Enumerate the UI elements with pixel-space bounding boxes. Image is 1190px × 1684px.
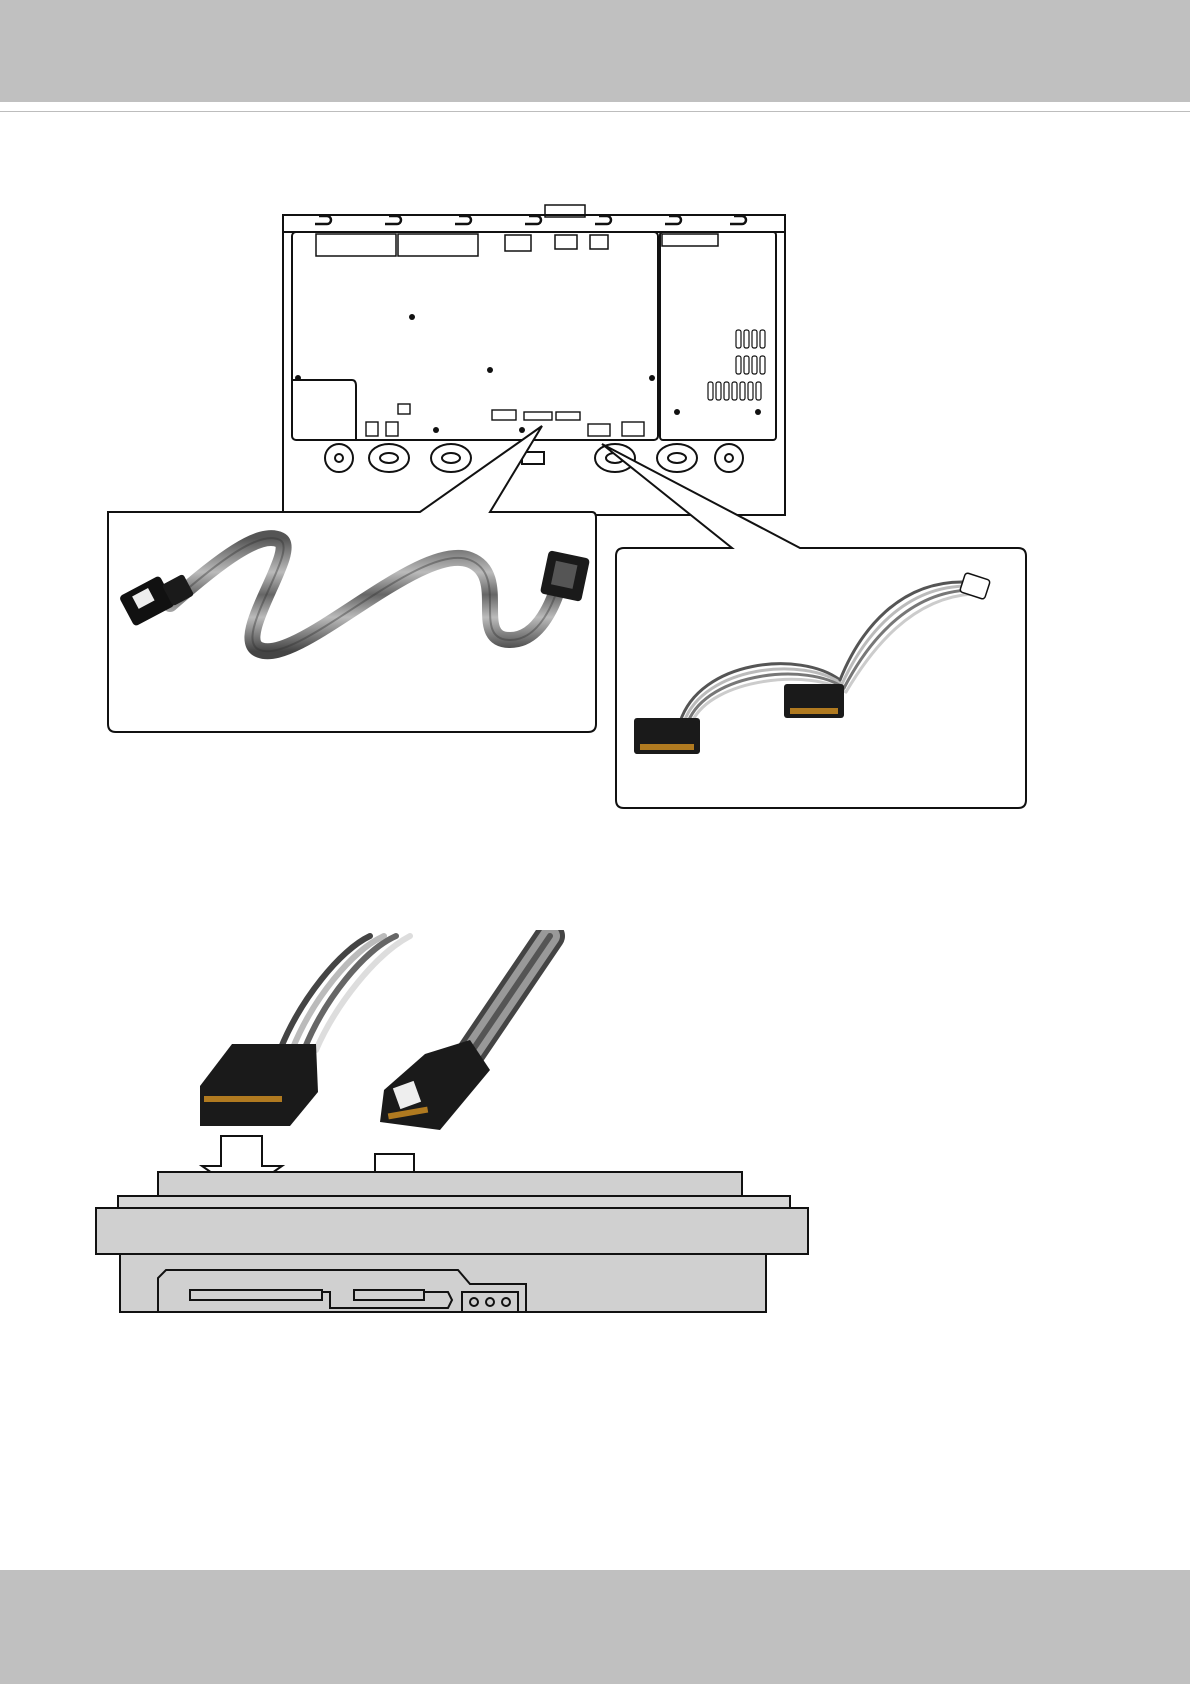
callout-sata-power-cable [602,444,1026,808]
psu-vents [708,330,765,400]
keyhole-mounts [325,444,743,472]
power-plug-middle [784,684,844,718]
hdd-power-wires [280,936,410,1050]
chassis-body [283,215,785,515]
hdd-data-cable [470,936,550,1054]
board-connectors [366,404,644,436]
screw-holes [295,314,761,433]
callout-sata-data-cable [108,426,596,732]
hdd-connection-diagram [0,930,1190,1330]
hdd-power-connector [200,1044,318,1126]
power-plug-front [634,718,700,754]
sata-data-plug-right [540,550,590,602]
hdd-data-connector [380,1040,490,1130]
chassis-diagram [0,0,1190,820]
rail-hooks [315,216,746,224]
page-footer-bar [0,1570,1190,1684]
